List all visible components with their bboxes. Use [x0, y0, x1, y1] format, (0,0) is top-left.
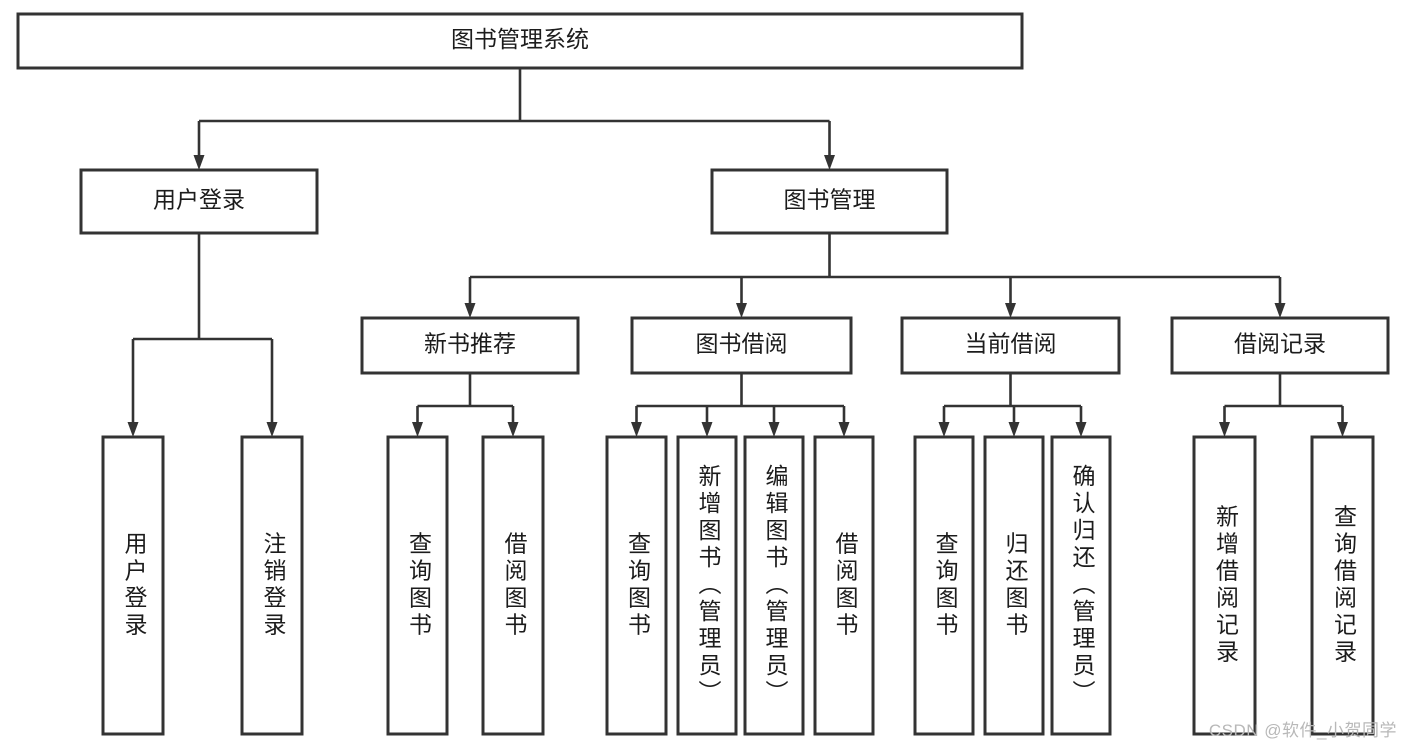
node-label: 归还图书: [1002, 532, 1029, 640]
node-leaf-query-book-3[interactable]: 查询图书: [913, 435, 975, 736]
node-user-login[interactable]: 用户登录: [79, 168, 319, 235]
node-label: 图书管理系统: [451, 26, 589, 52]
node-root[interactable]: 图书管理系统: [16, 12, 1024, 70]
node-box: [743, 435, 805, 736]
node-box: [1310, 435, 1375, 736]
node-box: [240, 435, 304, 736]
node-leaf-borrow-book-2[interactable]: 借阅图书: [813, 435, 875, 736]
node-label: 图书借阅: [696, 331, 788, 357]
node-box: [1192, 435, 1257, 736]
csdn-watermark: CSDN @软件_小贺同学: [1208, 721, 1397, 740]
node-box: [605, 435, 668, 736]
node-box: [710, 168, 949, 235]
node-box: [79, 168, 319, 235]
node-leaf-logout[interactable]: 注销登录: [240, 435, 304, 736]
node-leaf-return-book[interactable]: 归还图书: [983, 435, 1045, 736]
node-new-book-rec[interactable]: 新书推荐: [360, 316, 580, 375]
node-leaf-borrow-book-1[interactable]: 借阅图书: [481, 435, 545, 736]
node-label: 借阅记录: [1234, 331, 1326, 357]
node-borrow-record[interactable]: 借阅记录: [1170, 316, 1390, 375]
node-current-borrow[interactable]: 当前借阅: [900, 316, 1121, 375]
node-box: [481, 435, 545, 736]
edge-layer: [127, 68, 1348, 437]
node-label: 图书管理: [784, 187, 876, 213]
node-box: [1050, 435, 1112, 736]
node-label: 查询图书: [932, 532, 959, 640]
node-box: [16, 12, 1024, 70]
node-box: [983, 435, 1045, 736]
node-box: [101, 435, 165, 736]
node-label: 新增图书（管理员）: [695, 464, 722, 707]
node-box: [360, 316, 580, 375]
node-leaf-confirm-return[interactable]: 确认归还（管理员）: [1050, 435, 1112, 736]
node-label: 确认归还（管理员）: [1069, 464, 1096, 707]
node-label: 查询图书: [406, 532, 433, 640]
node-label: 编辑图书（管理员）: [762, 464, 789, 707]
node-leaf-query-book-2[interactable]: 查询图书: [605, 435, 668, 736]
node-leaf-add-book[interactable]: 新增图书（管理员）: [676, 435, 738, 736]
node-book-borrow[interactable]: 图书借阅: [630, 316, 853, 375]
node-layer: 图书管理系统用户登录图书管理新书推荐图书借阅当前借阅借阅记录用户登录注销登录查询…: [16, 12, 1390, 736]
node-label: 新书推荐: [424, 331, 516, 357]
node-label: 借阅图书: [832, 532, 859, 640]
node-book-manage[interactable]: 图书管理: [710, 168, 949, 235]
node-box: [813, 435, 875, 736]
node-leaf-edit-book[interactable]: 编辑图书（管理员）: [743, 435, 805, 736]
node-label: 查询借阅记录: [1331, 505, 1358, 667]
node-label: 用户登录: [121, 532, 148, 640]
node-label: 查询图书: [625, 532, 652, 640]
node-box: [676, 435, 738, 736]
node-label: 借阅图书: [501, 532, 528, 640]
node-label: 当前借阅: [965, 331, 1057, 357]
node-leaf-user-login[interactable]: 用户登录: [101, 435, 165, 736]
node-box: [630, 316, 853, 375]
node-leaf-add-record[interactable]: 新增借阅记录: [1192, 435, 1257, 736]
node-leaf-query-book-1[interactable]: 查询图书: [386, 435, 449, 736]
node-box: [913, 435, 975, 736]
node-box: [1170, 316, 1390, 375]
node-box: [386, 435, 449, 736]
node-label: 用户登录: [153, 187, 245, 213]
node-box: [900, 316, 1121, 375]
node-label: 新增借阅记录: [1213, 505, 1240, 667]
node-leaf-query-record[interactable]: 查询借阅记录: [1310, 435, 1375, 736]
node-label: 注销登录: [260, 532, 287, 640]
